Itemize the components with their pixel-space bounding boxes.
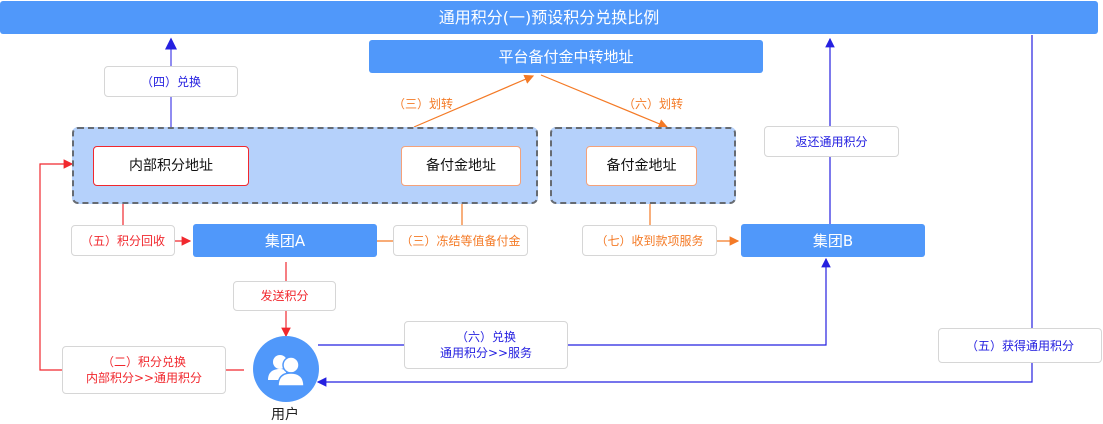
label-return-points: 返还通用积分 <box>764 126 899 157</box>
edge-transfer-6 <box>540 74 669 129</box>
label-obtain-5-text: （五）获得通用积分 <box>965 338 1074 353</box>
label-exchange-6: （六）兑换 通用积分>>服务 <box>404 321 568 369</box>
label-freeze-3-text: （三）冻结等值备付金 <box>400 233 521 248</box>
label-exchange-6-line1: （六）兑换 <box>455 330 516 344</box>
platform-relay-text: 平台备付金中转地址 <box>498 47 634 66</box>
group-b-name: 集团B <box>812 231 854 250</box>
label-transfer-3-text: （三）划转 <box>393 97 454 111</box>
label-return-points-text: 返还通用积分 <box>795 134 868 149</box>
user-label-text: 用户 <box>271 407 299 423</box>
label-recycle-5: （五）积分回收 <box>71 225 175 256</box>
platform-relay-node: 平台备付金中转地址 <box>369 40 763 73</box>
group-a-reserve-address-text: 备付金地址 <box>426 158 496 174</box>
label-exchange-2: （二）积分兑换 内部积分>>通用积分 <box>62 346 226 394</box>
user-label: 用户 <box>271 404 299 424</box>
label-exchange-4: （四）兑换 <box>104 66 238 97</box>
label-exchange-2-line2: 内部积分>>通用积分 <box>85 371 203 385</box>
internal-points-address-text: 内部积分地址 <box>129 158 213 174</box>
label-recycle-5-text: （五）积分回收 <box>80 233 165 248</box>
title-text: 通用积分(一)预设积分兑换比例 <box>438 7 660 27</box>
label-transfer-6-text: （六）划转 <box>623 97 684 111</box>
label-exchange-6-line2: 通用积分>>服务 <box>439 346 533 360</box>
title-bar: 通用积分(一)预设积分兑换比例 <box>0 1 1098 34</box>
label-transfer-6: （六）划转 <box>623 95 683 112</box>
label-transfer-3: （三）划转 <box>393 95 453 112</box>
label-send-points-text: 发送积分 <box>260 289 309 303</box>
label-receive-7: （七）收到款项服务 <box>582 225 717 256</box>
edge-exchange-6 <box>318 257 831 346</box>
internal-points-address: 内部积分地址 <box>93 146 249 186</box>
group-b-reserve-address-text: 备付金地址 <box>606 158 677 174</box>
group-a-name: 集团A <box>264 231 306 250</box>
label-obtain-5: （五）获得通用积分 <box>938 328 1102 363</box>
users-icon <box>268 355 305 387</box>
user-avatar <box>253 336 319 402</box>
label-receive-7-text: （七）收到款项服务 <box>595 233 704 248</box>
label-exchange-2-line1: （二）积分兑换 <box>101 355 186 369</box>
edge-transfer-3 <box>413 74 535 128</box>
label-exchange-4-text: （四）兑换 <box>140 74 201 89</box>
group-b-node: 集团B <box>741 224 925 257</box>
group-b-reserve-address: 备付金地址 <box>586 146 697 186</box>
group-a-node: 集团A <box>193 224 377 257</box>
label-freeze-3: （三）冻结等值备付金 <box>393 225 528 256</box>
group-a-reserve-address: 备付金地址 <box>401 146 521 186</box>
edge-obtain-5 <box>316 35 1033 387</box>
label-send-points: 发送积分 <box>233 281 336 311</box>
